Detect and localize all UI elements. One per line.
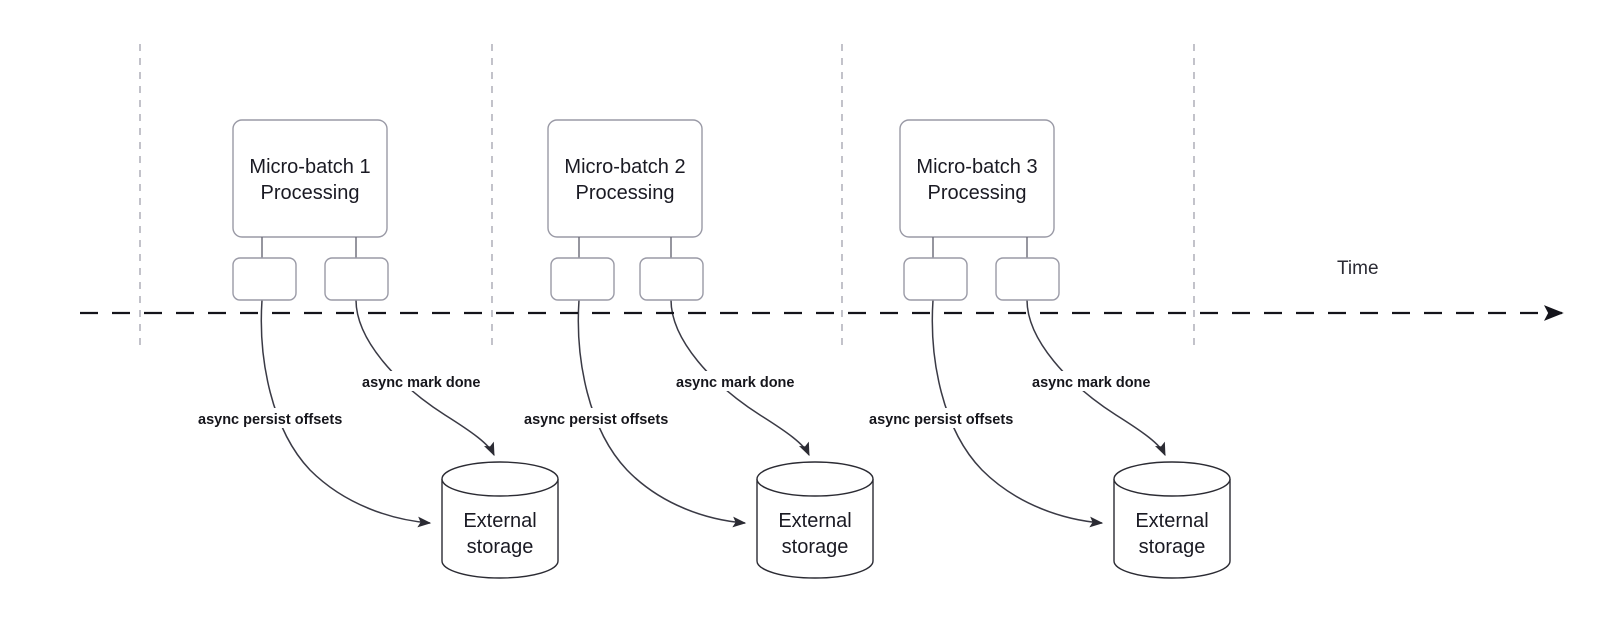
group-2: Micro-batch 2 Processing External storag… xyxy=(520,119,874,579)
micro-batch-2-label-line1: Micro-batch 2 xyxy=(564,156,685,178)
task-box-1a[interactable] xyxy=(232,257,297,301)
edge-label-persist-3: async persist offsets xyxy=(865,408,1047,428)
external-storage-1-label-line1: External xyxy=(463,510,536,532)
edge-mark-done-1 xyxy=(355,299,495,457)
edge-label-mark-done-1: async mark done xyxy=(358,371,502,391)
edge-label-persist-1-text: async persist offsets xyxy=(198,412,342,428)
edge-label-mark-done-2: async mark done xyxy=(672,371,816,391)
time-axis: Time xyxy=(80,258,1564,321)
edge-label-mark-done-2-text: async mark done xyxy=(676,375,794,391)
external-storage-3[interactable]: External storage xyxy=(1113,461,1231,579)
group-1: Micro-batch 1 Processing External storag… xyxy=(194,119,559,579)
connectors xyxy=(260,299,1166,528)
edge-label-mark-done-3: async mark done xyxy=(1028,371,1172,391)
external-storage-1[interactable]: External storage xyxy=(441,461,559,579)
edge-label-mark-done-1-text: async mark done xyxy=(362,375,480,391)
micro-batch-1-label-line2: Processing xyxy=(261,182,360,204)
time-axis-label: Time xyxy=(1337,258,1379,279)
external-storage-2-label-line1: External xyxy=(778,510,851,532)
edge-label-persist-2-text: async persist offsets xyxy=(524,412,668,428)
edge-mark-done-2 xyxy=(670,299,810,457)
external-storage-1-label-line2: storage xyxy=(467,536,534,558)
micro-batch-3-label-line1: Micro-batch 3 xyxy=(916,156,1037,178)
task-box-1b[interactable] xyxy=(324,257,389,301)
edge-label-persist-2: async persist offsets xyxy=(520,408,702,428)
edge-label-mark-done-3-text: async mark done xyxy=(1032,375,1150,391)
task-box-2a[interactable] xyxy=(550,257,615,301)
micro-batch-3-label-line2: Processing xyxy=(928,182,1027,204)
edge-mark-done-3 xyxy=(1026,299,1166,457)
micro-batch-2-box[interactable] xyxy=(547,119,703,238)
external-storage-2[interactable]: External storage xyxy=(756,461,874,579)
edge-label-persist-1: async persist offsets xyxy=(194,408,376,428)
group-3: Micro-batch 3 Processing External storag… xyxy=(865,119,1231,579)
task-box-2b[interactable] xyxy=(639,257,704,301)
edge-label-persist-3-text: async persist offsets xyxy=(869,412,1013,428)
micro-batch-2-label-line2: Processing xyxy=(576,182,675,204)
task-box-3b[interactable] xyxy=(995,257,1060,301)
micro-batch-1-label-line1: Micro-batch 1 xyxy=(249,156,370,178)
micro-batch-3-box[interactable] xyxy=(899,119,1055,238)
task-box-3a[interactable] xyxy=(903,257,968,301)
edge-persist-3 xyxy=(931,299,1104,528)
micro-batch-1-box[interactable] xyxy=(232,119,388,238)
external-storage-3-label-line2: storage xyxy=(1139,536,1206,558)
edge-persist-1 xyxy=(260,299,432,528)
external-storage-2-label-line2: storage xyxy=(782,536,849,558)
edge-persist-2 xyxy=(577,299,747,528)
external-storage-3-label-line1: External xyxy=(1135,510,1208,532)
